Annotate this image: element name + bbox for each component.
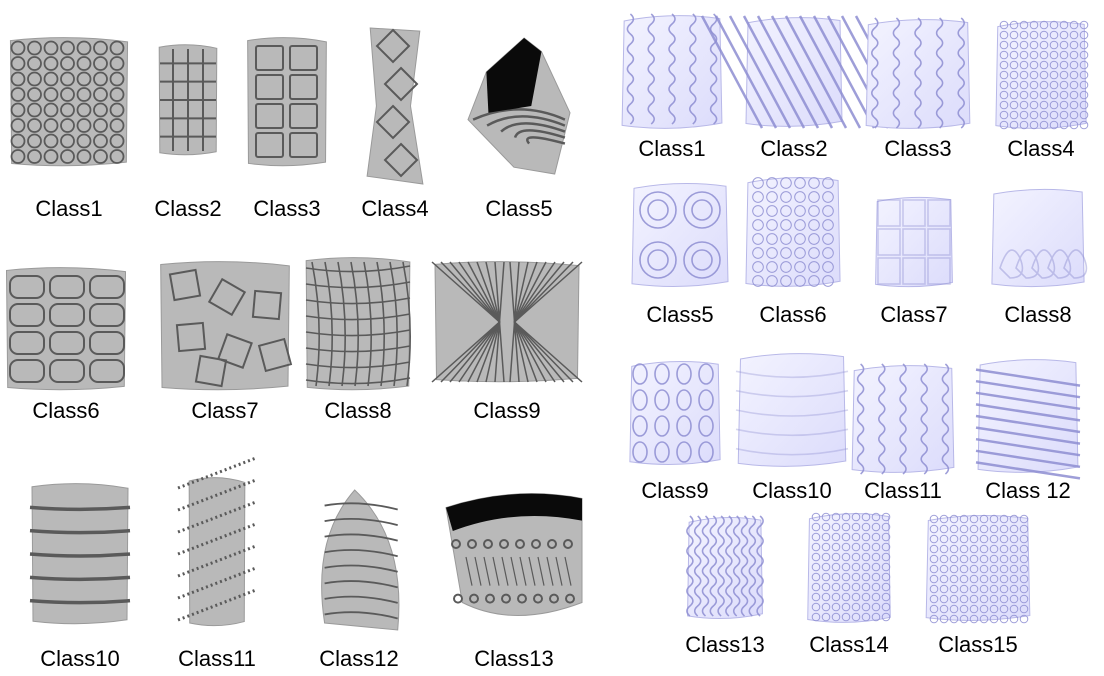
spiral-tube-texture-image (467, 37, 571, 175)
left-class4-item: Class4 (352, 0, 438, 226)
left-class5-item: Class5 (456, 0, 582, 226)
braided-texture-image (850, 363, 956, 475)
cable-knit-texture-image (620, 13, 724, 130)
class-caption: Class3 (253, 196, 321, 221)
left-class10-item: Class10 (18, 0, 142, 676)
square-grid-texture-image (246, 37, 328, 167)
left-class6-item: Class6 (0, 0, 140, 428)
class-caption: Class4 (1007, 136, 1075, 161)
rounded-cells-texture-image (4, 267, 128, 391)
dotted-band-tube-texture-image (445, 492, 583, 622)
class-caption: Class10 (752, 478, 832, 503)
right-class12-item: Class 12 (964, 0, 1092, 508)
class-caption: Class15 (938, 632, 1018, 657)
class-caption: Class6 (759, 302, 827, 327)
right-class13-item: Class13 (674, 0, 776, 662)
class-caption: Class4 (361, 196, 429, 221)
right-class5-item: Class5 (618, 0, 742, 332)
class-caption: Class6 (32, 398, 100, 423)
right-class6-item: Class6 (732, 0, 854, 332)
class-caption: Class8 (324, 398, 392, 423)
class-caption: Class11 (178, 646, 256, 671)
class-caption: Class5 (646, 302, 714, 327)
smooth-sheet-texture-image (735, 352, 849, 468)
diamonds-texture-image (364, 27, 426, 185)
wave-columns-texture-image (864, 17, 972, 130)
honeycomb-texture-image (994, 20, 1089, 130)
ovals-texture-image (628, 360, 722, 466)
class-caption: Class8 (1004, 302, 1072, 327)
left-class7-item: Class7 (146, 0, 304, 428)
class-caption: Class13 (474, 646, 554, 671)
chevron-lines-texture-image (431, 261, 583, 383)
faint-paisley-texture-image (990, 188, 1088, 288)
small-grid-texture-image (158, 44, 218, 156)
left-class3-item: Class3 (234, 0, 340, 226)
class-caption: Class2 (154, 196, 222, 221)
class-caption: Class9 (473, 398, 541, 423)
left-class11-item: Class11 (176, 0, 258, 676)
right-class3-item: Class3 (852, 0, 984, 166)
right-class10-item: Class10 (724, 0, 860, 508)
class-caption: Class2 (760, 136, 828, 161)
class-caption: Class1 (638, 136, 706, 161)
horizontal-bands-texture-image (29, 483, 131, 625)
right-class15-item: Class15 (912, 0, 1044, 662)
horizontal-ridges-texture-image (975, 358, 1081, 480)
right-class9-item: Class9 (616, 0, 734, 508)
class-caption: Class11 (864, 478, 942, 503)
class-caption: Class7 (191, 398, 259, 423)
wavy-grid-texture-image (304, 257, 412, 391)
right-class11-item: Class11 (838, 0, 968, 508)
circle-medallions-texture-image (630, 182, 730, 288)
left-class12-item: Class12 (304, 0, 414, 676)
class-caption: Class1 (35, 196, 103, 221)
class-caption: Class13 (685, 632, 765, 657)
left-class1-item: Class1 (0, 0, 142, 226)
class-caption: Class7 (880, 302, 948, 327)
left-class2-item: Class2 (146, 0, 230, 226)
class-caption: Class 12 (985, 478, 1071, 503)
vertical-waves-texture-image (686, 515, 764, 620)
right-class8-item: Class8 (978, 0, 1098, 332)
right-class1-item: Class1 (608, 0, 736, 166)
left-class8-item: Class8 (292, 0, 424, 428)
right-class14-item: Class14 (794, 0, 904, 662)
class-caption: Class10 (40, 646, 120, 671)
left-class13-item: Class13 (434, 0, 594, 676)
curved-stripes-texture-image (316, 489, 402, 631)
right-class7-item: Class7 (862, 0, 966, 332)
left-class9-item: Class9 (420, 0, 594, 428)
bubble-grid-texture-image (744, 176, 842, 288)
class-caption: Class12 (319, 646, 399, 671)
class-caption: Class9 (641, 478, 709, 503)
scales-texture-image (806, 512, 892, 624)
faint-squares-texture-image (874, 196, 954, 288)
right-class4-item: Class4 (982, 0, 1100, 166)
class-caption: Class14 (809, 632, 889, 657)
class-caption: Class3 (884, 136, 952, 161)
class-caption: Class5 (485, 196, 553, 221)
rings-texture-image (8, 37, 130, 167)
dotted-diagonals-texture-image (177, 456, 257, 627)
scattered-squares-texture-image (158, 261, 293, 391)
dimples-texture-image (924, 514, 1032, 624)
